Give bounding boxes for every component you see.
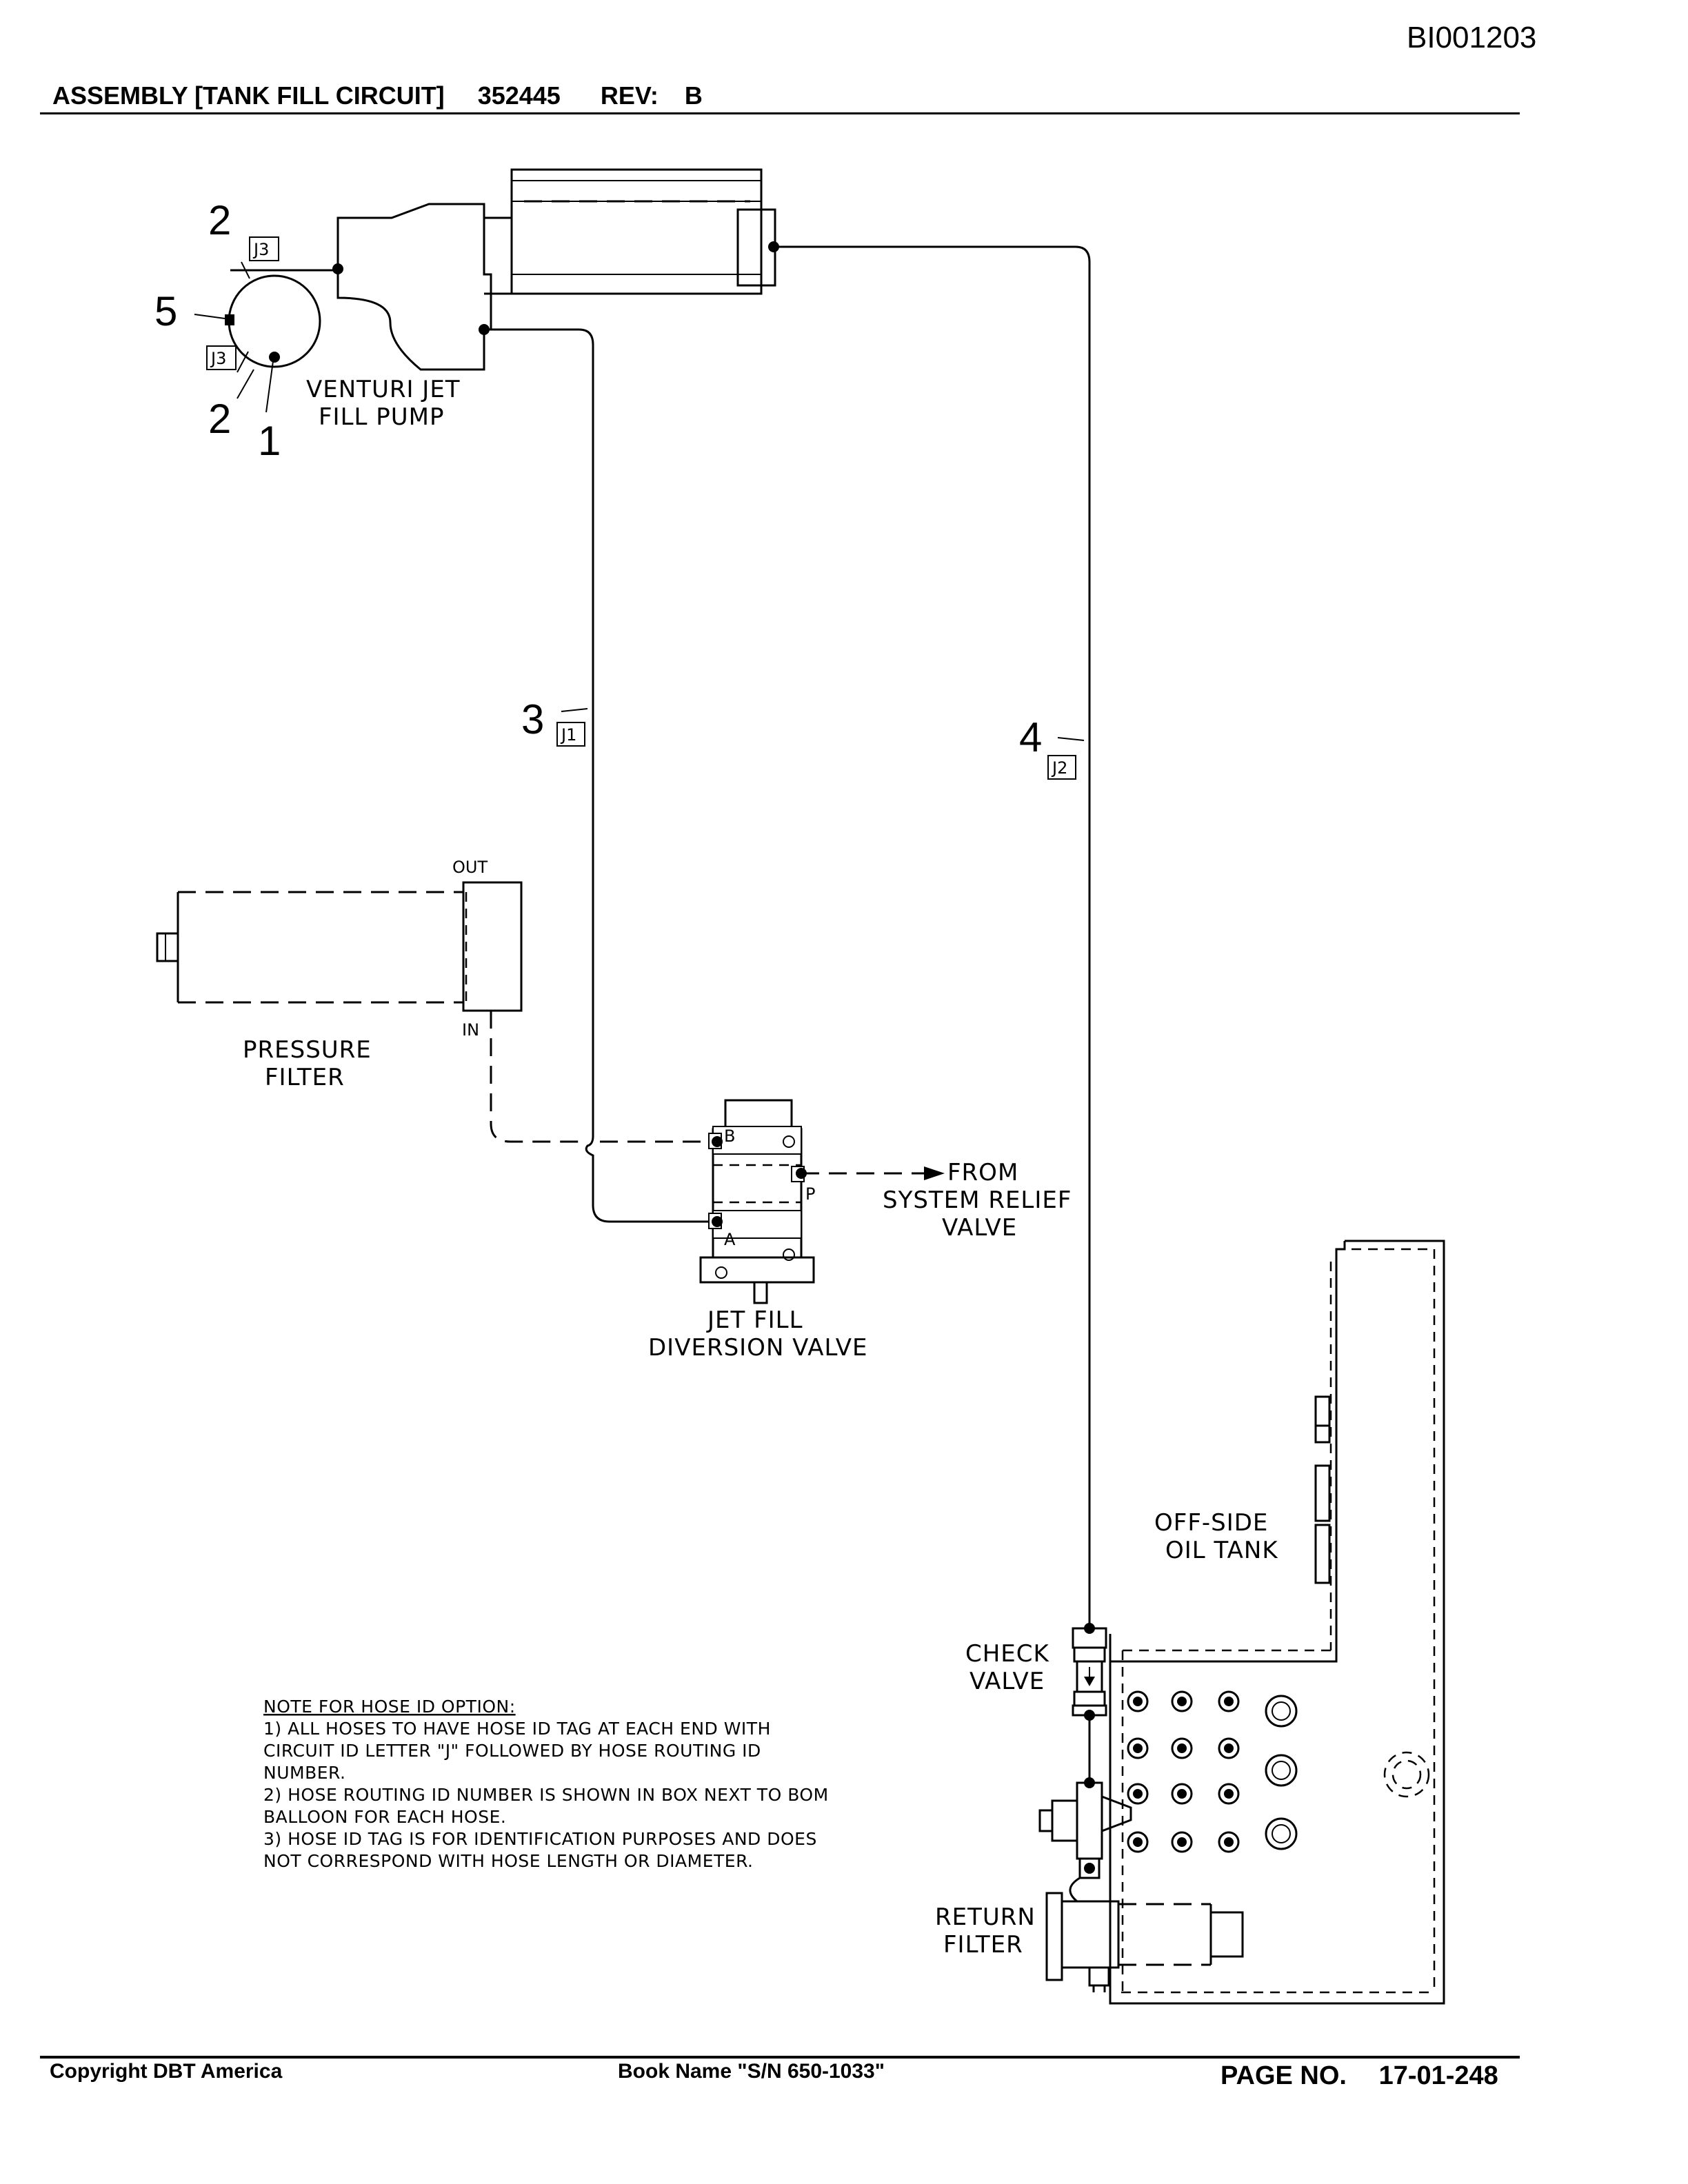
hose-id-j2: J2 <box>1051 758 1067 778</box>
hose-id-box <box>556 722 585 747</box>
page-value: 17-01-248 <box>1378 2061 1498 2090</box>
note-line: BALLOON FOR EACH HOSE. <box>263 1807 506 1827</box>
hose-id-box <box>249 236 279 261</box>
relief-label-1: FROM <box>947 1159 1018 1186</box>
port-in-label: IN <box>462 1020 479 1040</box>
balloon-2-top: 2 <box>208 197 231 243</box>
note-line: NUMBER. <box>263 1763 345 1783</box>
oil-tank-label-2: OIL TANK <box>1165 1537 1278 1564</box>
return-filter-label-1: RETURN <box>935 1903 1036 1931</box>
note-line: 2) HOSE ROUTING ID NUMBER IS SHOWN IN BO… <box>263 1785 829 1805</box>
return-filter: RETURN FILTER <box>935 1877 1244 1992</box>
balloon-4: 4 <box>1019 714 1042 760</box>
check-valve: CHECK VALVE <box>965 1623 1107 1721</box>
tank-port-grid <box>1127 1690 1298 1853</box>
hose-3 <box>484 328 717 1223</box>
assembly-title: ASSEMBLY [TANK FILL CIRCUIT] <box>52 81 445 110</box>
balloon-2-bottom: 2 <box>208 396 231 442</box>
header-rule <box>40 112 1520 114</box>
revision-value: B <box>684 81 703 110</box>
hose-id-note: NOTE FOR HOSE ID OPTION: 1) ALL HOSES TO… <box>263 1697 829 1871</box>
note-line: CIRCUIT ID LETTER "J" FOLLOWED BY HOSE R… <box>263 1741 761 1761</box>
balloon-3: 3 <box>521 696 544 742</box>
hose-id-box <box>1047 755 1076 780</box>
valve-port-a: A <box>724 1230 736 1249</box>
page-number-block: PAGE NO. 17-01-248 <box>1220 2061 1498 2091</box>
hose-balloons: 3 J1 4 J2 <box>521 696 1085 780</box>
footer-rule <box>40 2056 1520 2059</box>
part-number: 352445 <box>477 81 561 110</box>
revision-label: REV: <box>600 81 659 110</box>
balloon-1: 1 <box>258 418 281 464</box>
venturi-pump-label-2: FILL PUMP <box>319 403 445 431</box>
note-title: NOTE FOR HOSE ID OPTION: <box>263 1697 516 1717</box>
diversion-valve-label-1: JET FILL <box>706 1306 803 1334</box>
off-side-oil-tank: OFF-SIDE OIL TANK <box>1109 1240 1445 2005</box>
hose-id-j3-bottom: J3 <box>210 349 226 368</box>
tee-fitting <box>1038 1715 1132 1879</box>
check-valve-label-1: CHECK <box>965 1640 1050 1668</box>
note-line: 1) ALL HOSES TO HAVE HOSE ID TAG AT EACH… <box>263 1719 771 1739</box>
hose-id-j1: J1 <box>560 725 576 745</box>
valve-port-b: B <box>724 1126 735 1146</box>
venturi-pump-label-1: VENTURI JET <box>306 376 461 403</box>
book-name: Book Name "S/N 650-1033" <box>618 2060 885 2083</box>
relief-label-2: SYSTEM RELIEF <box>883 1186 1072 1214</box>
diversion-valve-label-2: DIVERSION VALVE <box>648 1334 867 1362</box>
pressure-filter-label-2: FILTER <box>265 1064 345 1091</box>
hose-4 <box>774 245 1091 1627</box>
document-id: BI001203 <box>1407 21 1537 54</box>
pressure-filter-label-1: PRESSURE <box>243 1036 372 1064</box>
venturi-jet-fill-pump <box>225 168 779 371</box>
note-line: NOT CORRESPOND WITH HOSE LENGTH OR DIAME… <box>263 1851 754 1871</box>
balloon-5: 5 <box>154 288 177 334</box>
port-out-label: OUT <box>452 858 488 877</box>
header-title-block: ASSEMBLY [TANK FILL CIRCUIT] 352445 REV:… <box>52 81 703 110</box>
pressure-filter: OUT IN PRESSURE FILTER <box>156 858 717 1143</box>
pump-balloons: 2 J3 5 J3 2 1 VENTURI JET FILL PUMP <box>154 197 461 464</box>
valve-port-p: P <box>805 1184 815 1204</box>
oil-tank-label-1: OFF-SIDE <box>1154 1509 1268 1537</box>
hose-id-j3-top: J3 <box>252 240 269 259</box>
page-label: PAGE NO. <box>1220 2061 1347 2090</box>
return-filter-label-2: FILTER <box>943 1931 1023 1959</box>
copyright: Copyright DBT America <box>50 2060 283 2083</box>
jet-fill-diversion-valve: B A P JET FILL DIVERSION VALVE FROM SYST… <box>648 1099 1072 1362</box>
relief-label-3: VALVE <box>942 1214 1017 1242</box>
check-valve-label-2: VALVE <box>969 1668 1045 1695</box>
note-line: 3) HOSE ID TAG IS FOR IDENTIFICATION PUR… <box>263 1829 817 1849</box>
hose-id-box <box>206 345 237 370</box>
